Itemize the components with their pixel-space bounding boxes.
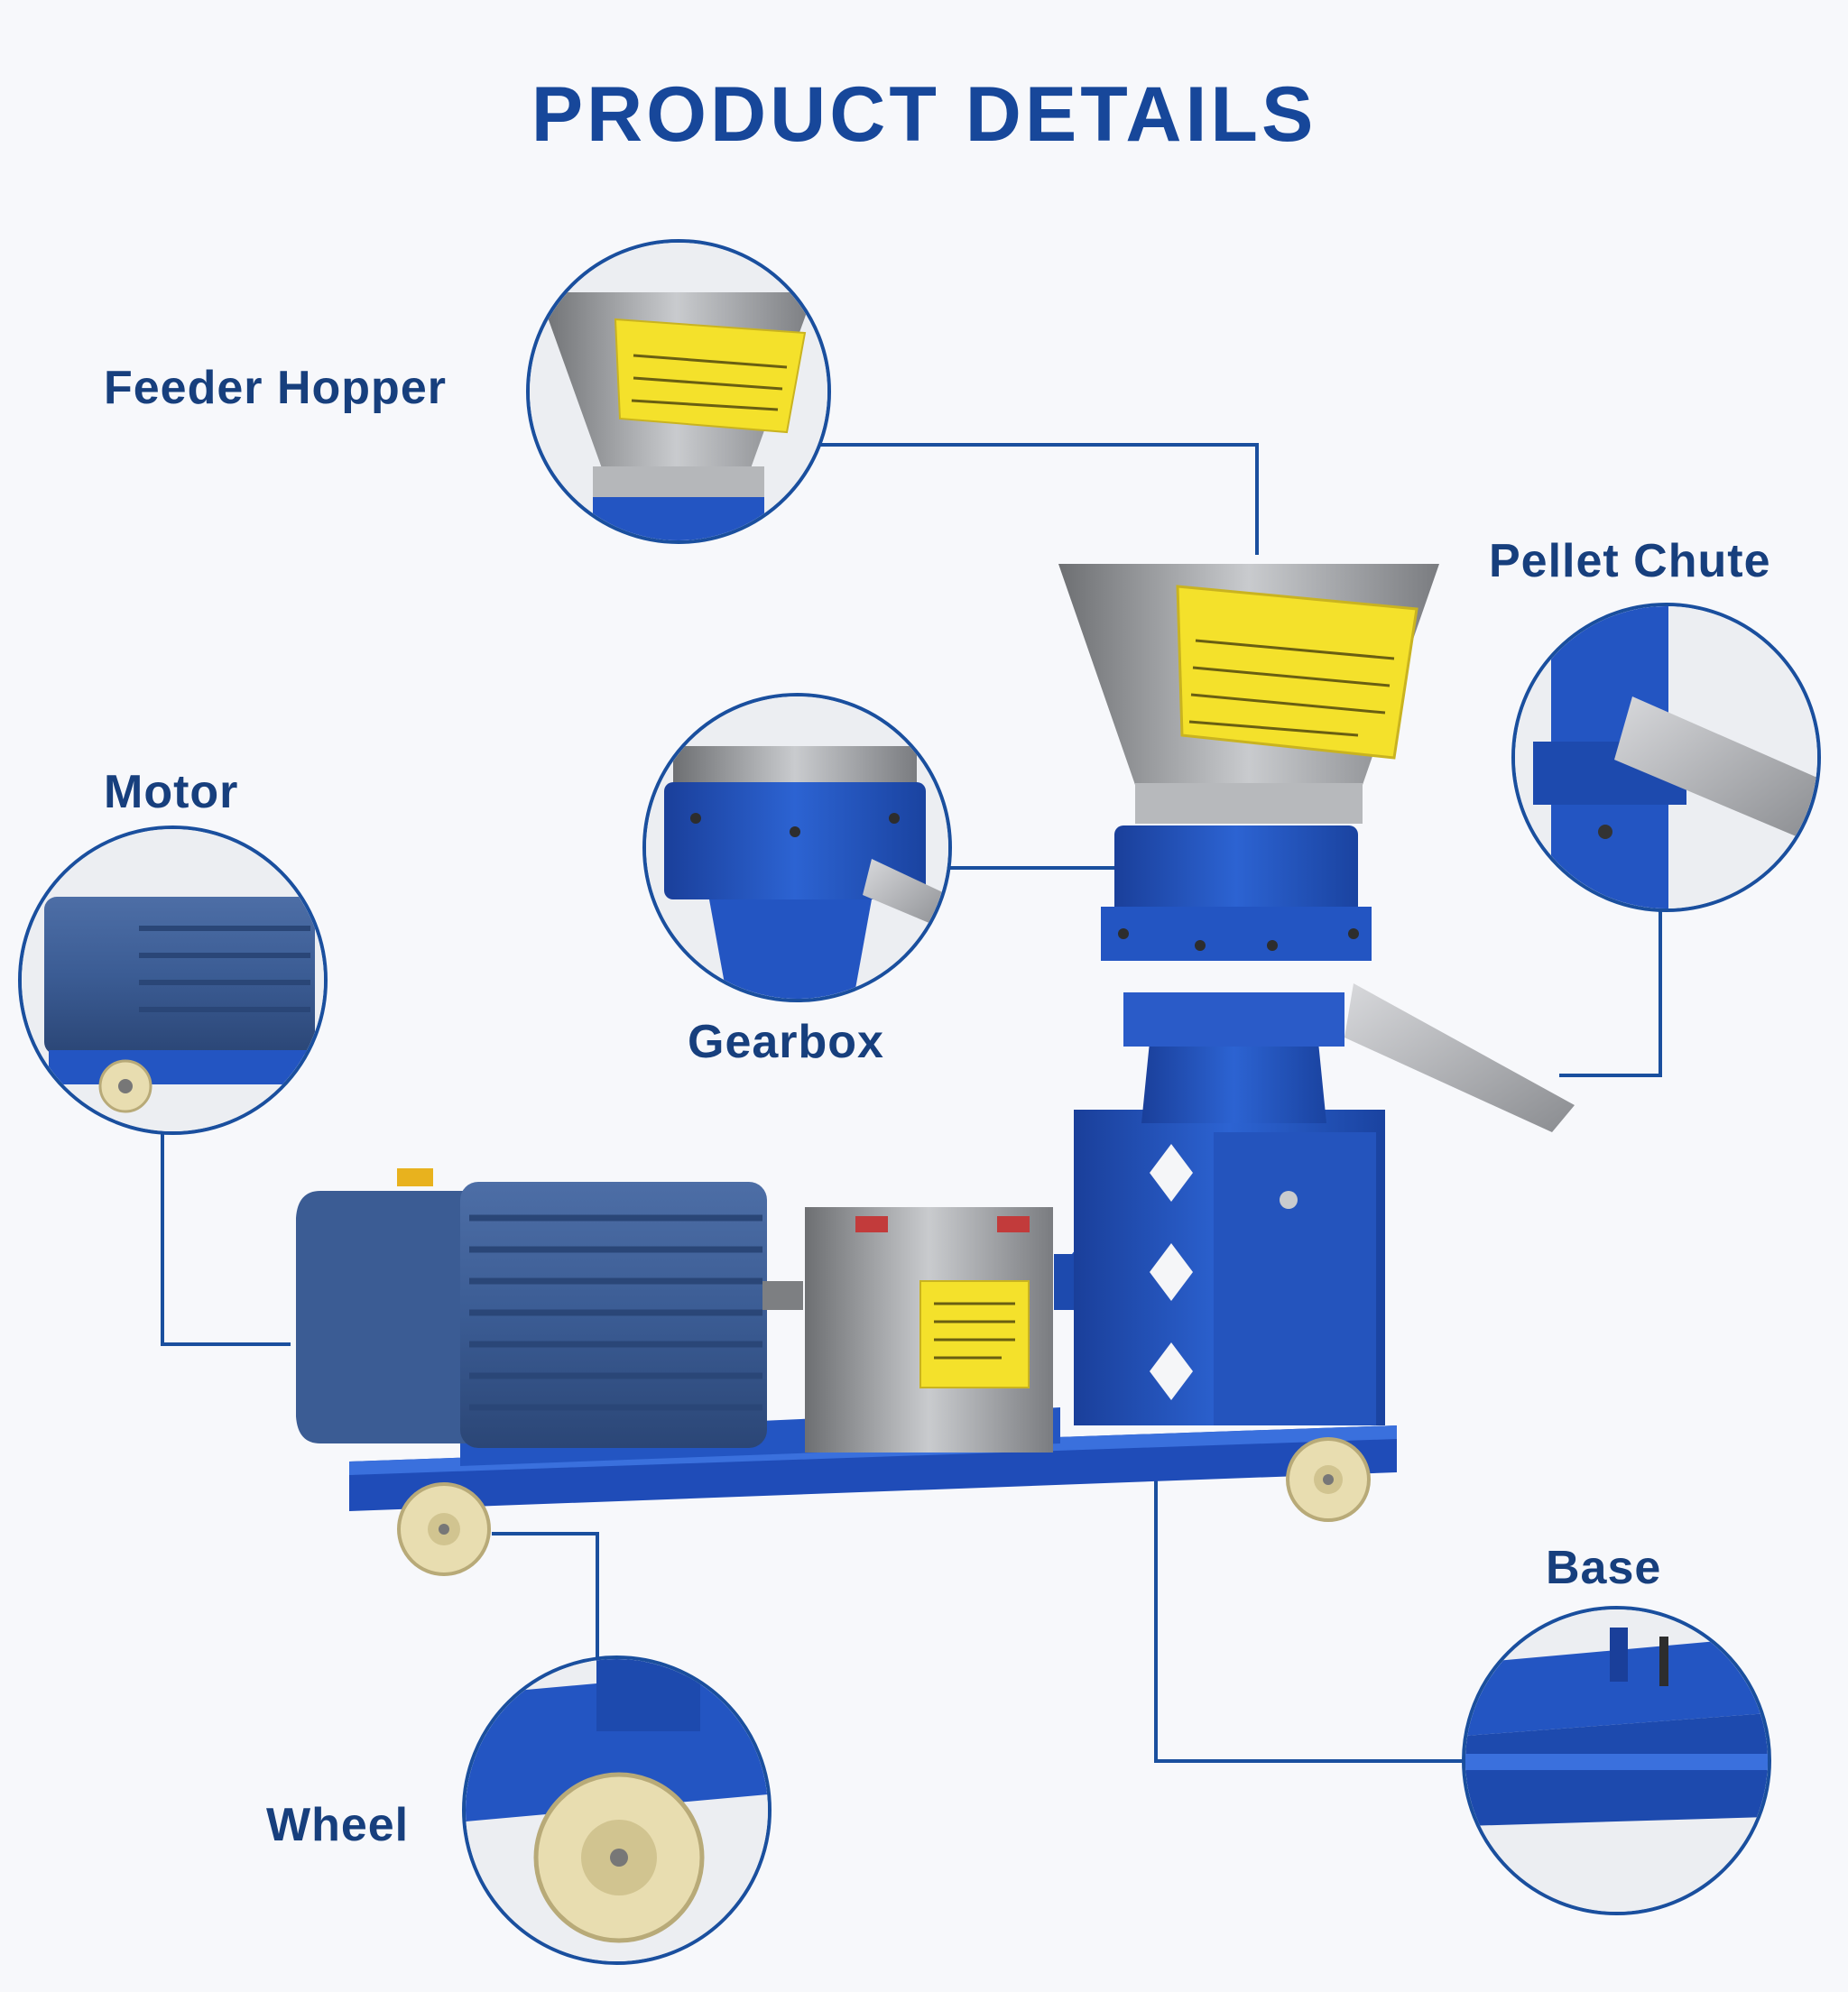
machine-motor (296, 1168, 803, 1448)
label-gearbox: Gearbox (688, 1016, 884, 1068)
label-base: Base (1546, 1542, 1662, 1594)
machine-pellet-chute (1344, 983, 1575, 1132)
connector-feeder (817, 443, 1259, 555)
callout-motor (18, 825, 328, 1135)
label-pellet-chute: Pellet Chute (1489, 535, 1771, 587)
callout-gearbox (642, 693, 952, 1002)
label-wheel: Wheel (266, 1799, 410, 1851)
callout-feeder-hopper (526, 239, 831, 544)
machine-gear-drive (1054, 1110, 1385, 1425)
machine-coupling-guard (805, 1207, 1053, 1452)
connector-motor (161, 1126, 291, 1346)
machine-feeder-hopper (1058, 564, 1439, 824)
callout-wheel (462, 1655, 772, 1965)
machine-wheel-rear (1286, 1437, 1371, 1522)
page-title: PRODUCT DETAILS (531, 71, 1317, 158)
label-feeder-hopper: Feeder Hopper (104, 362, 447, 414)
callout-pellet-chute (1511, 603, 1821, 912)
machine-die-house (1101, 825, 1372, 1123)
connector-pellet (1559, 898, 1662, 1077)
callout-base (1462, 1606, 1771, 1915)
connector-base (1154, 1480, 1465, 1763)
connector-wheel (492, 1532, 599, 1658)
label-motor: Motor (104, 766, 239, 818)
machine-wheel-front (397, 1482, 491, 1576)
